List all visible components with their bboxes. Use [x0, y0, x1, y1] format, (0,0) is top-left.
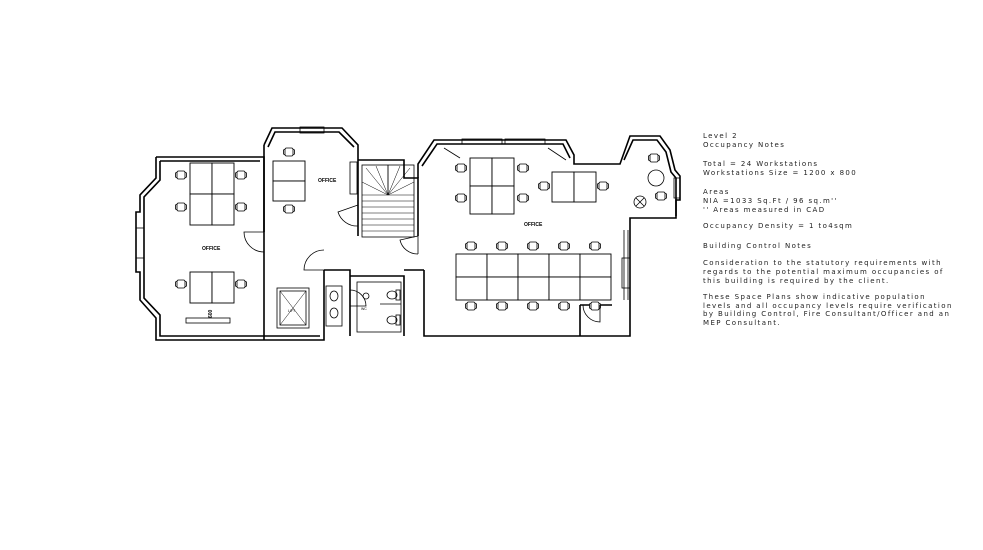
office-chair	[455, 193, 467, 203]
office-chair	[517, 163, 529, 173]
office-chair	[175, 279, 187, 289]
office-chair	[589, 301, 601, 311]
office-chair	[655, 191, 667, 201]
measured-in-cad-text: '' Areas measured in CAD	[703, 205, 826, 214]
lift-and-wc	[276, 281, 402, 333]
right-bay-fixtures	[633, 169, 665, 209]
building-control-block: Building Control Notes Consideration to …	[703, 242, 953, 328]
office-chair	[283, 204, 295, 214]
workstation-size-text: Workstations Size = 1200 x 800	[703, 168, 858, 177]
office-chair	[175, 170, 187, 180]
office-chair	[235, 202, 247, 212]
occupancy-density-text: Occupancy Density = 1 to4sqm	[703, 222, 854, 231]
building-walls	[135, 127, 681, 341]
office-chair	[558, 301, 570, 311]
doors	[243, 204, 601, 323]
office-chair	[235, 170, 247, 180]
areas-heading: Areas	[703, 188, 730, 197]
office-chair	[558, 241, 570, 251]
occupancy-notes-heading: Occupancy Notes	[703, 140, 786, 149]
office-chair	[648, 153, 660, 163]
staircase	[361, 164, 415, 238]
right-office-desks	[455, 157, 612, 301]
office-chair	[527, 301, 539, 311]
office-chair	[465, 241, 477, 251]
office-right-label: OFFICE	[524, 222, 543, 228]
office-chair	[175, 202, 187, 212]
notes-heading-block: Level 2 Occupancy Notes	[703, 132, 953, 149]
office-chair	[283, 147, 295, 157]
office-chair	[538, 181, 550, 191]
top-office-desks	[272, 160, 306, 202]
office-chair	[589, 241, 601, 251]
total-workstations-text: Total = 24 Workstations	[703, 160, 819, 169]
building-control-heading: Building Control Notes	[703, 241, 813, 250]
office-chair	[455, 163, 467, 173]
office-chair	[597, 181, 609, 191]
windows	[135, 126, 681, 289]
dimension-600-label: 600	[208, 309, 214, 318]
nia-text: NIA =1033 Sq.Ft / 96 sq.m''	[703, 196, 838, 205]
chairs	[175, 147, 667, 311]
office-chair	[527, 241, 539, 251]
building-control-paragraph-2: These Space Plans show indicative popula…	[703, 293, 953, 327]
level-heading: Level 2	[703, 132, 738, 140]
workstation-totals-block: Total = 24 Workstations Workstations Siz…	[703, 160, 953, 177]
building-control-paragraph-1: Consideration to the statutory requireme…	[703, 259, 944, 285]
office-chair	[496, 241, 508, 251]
office-top-label: OFFICE	[318, 178, 337, 184]
areas-block: Areas NIA =1033 Sq.Ft / 96 sq.m'' '' Are…	[703, 188, 953, 230]
office-chair	[235, 279, 247, 289]
office-chair	[496, 301, 508, 311]
office-chair	[517, 193, 529, 203]
office-chair	[465, 301, 477, 311]
lift-label: LIFT	[288, 309, 296, 313]
left-office-desks	[185, 162, 235, 324]
office-left-label: OFFICE	[202, 246, 221, 252]
occupancy-notes-panel: Level 2 Occupancy Notes Total = 24 Works…	[703, 132, 953, 339]
wc-label: WC	[361, 307, 367, 311]
floor-plan: OFFICE OFFICE OFFICE LIFT WC 600	[135, 126, 681, 341]
